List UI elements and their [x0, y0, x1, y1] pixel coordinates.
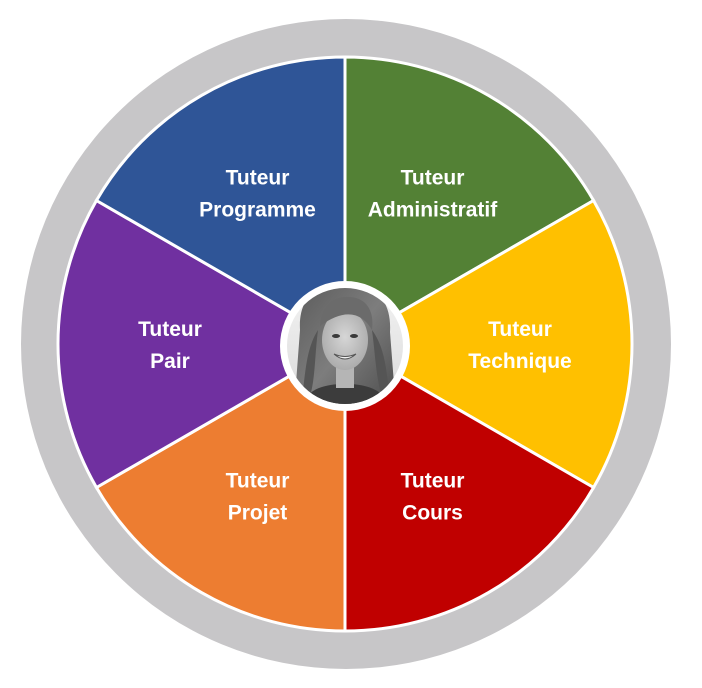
segment-label-line1: Tuteur — [226, 166, 290, 189]
segment-label-line1: Tuteur — [138, 318, 202, 341]
segment-label-line2: Programme — [199, 198, 316, 221]
segment-label-line2: Administratif — [368, 198, 499, 221]
segment-label-line2: Projet — [228, 502, 288, 525]
segment-administratif — [343, 55, 596, 347]
segment-label-line1: Tuteur — [226, 470, 290, 493]
segment-label-line2: Technique — [468, 350, 571, 373]
segment-technique — [341, 198, 634, 490]
segment-label-line2: Pair — [150, 350, 190, 373]
segments-group — [56, 55, 634, 633]
segment-pair — [56, 198, 349, 490]
segment-cours — [343, 341, 596, 633]
segment-label-line1: Tuteur — [401, 166, 465, 189]
segment-label-line1: Tuteur — [401, 470, 465, 493]
segment-programme — [94, 55, 347, 347]
segment-label-line1: Tuteur — [488, 318, 552, 341]
segment-label-line2: Cours — [402, 502, 463, 525]
portrait-photo — [287, 288, 403, 404]
segment-projet — [94, 341, 347, 633]
